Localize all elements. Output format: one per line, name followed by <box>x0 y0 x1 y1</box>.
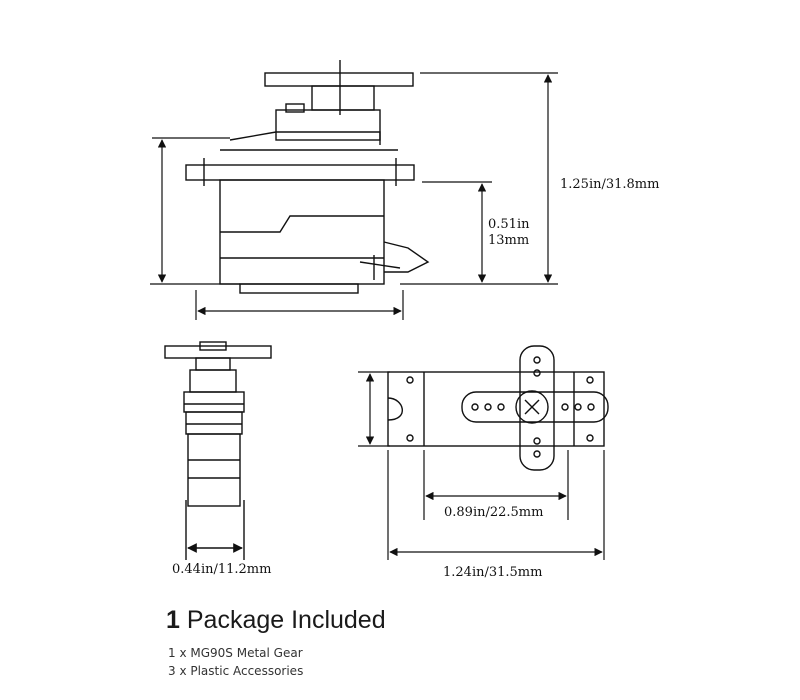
mount-height-mm-label: 13mm <box>488 233 529 248</box>
mount-height-in-label: 0.51in <box>488 217 530 232</box>
front-dimension-lines <box>150 72 558 320</box>
package-heading: 1 Package Included <box>166 606 386 635</box>
servo-side-view <box>164 341 272 560</box>
overall-height-label: 1.25in/31.8mm <box>560 177 659 192</box>
package-count: 1 <box>166 606 180 634</box>
package-item: 1 x MG90S Metal Gear <box>168 646 303 660</box>
top-dimension-lines <box>358 371 605 560</box>
servo-front-view <box>185 60 430 294</box>
hole-spacing-label: 0.89in/22.5mm <box>444 505 543 520</box>
package-title: Package Included <box>186 606 386 634</box>
servo-top-view <box>387 345 609 471</box>
width-label: 0.44in/11.2mm <box>172 562 271 577</box>
length-label: 1.24in/31.5mm <box>443 565 542 580</box>
package-item: 3 x Plastic Accessories <box>168 664 304 678</box>
